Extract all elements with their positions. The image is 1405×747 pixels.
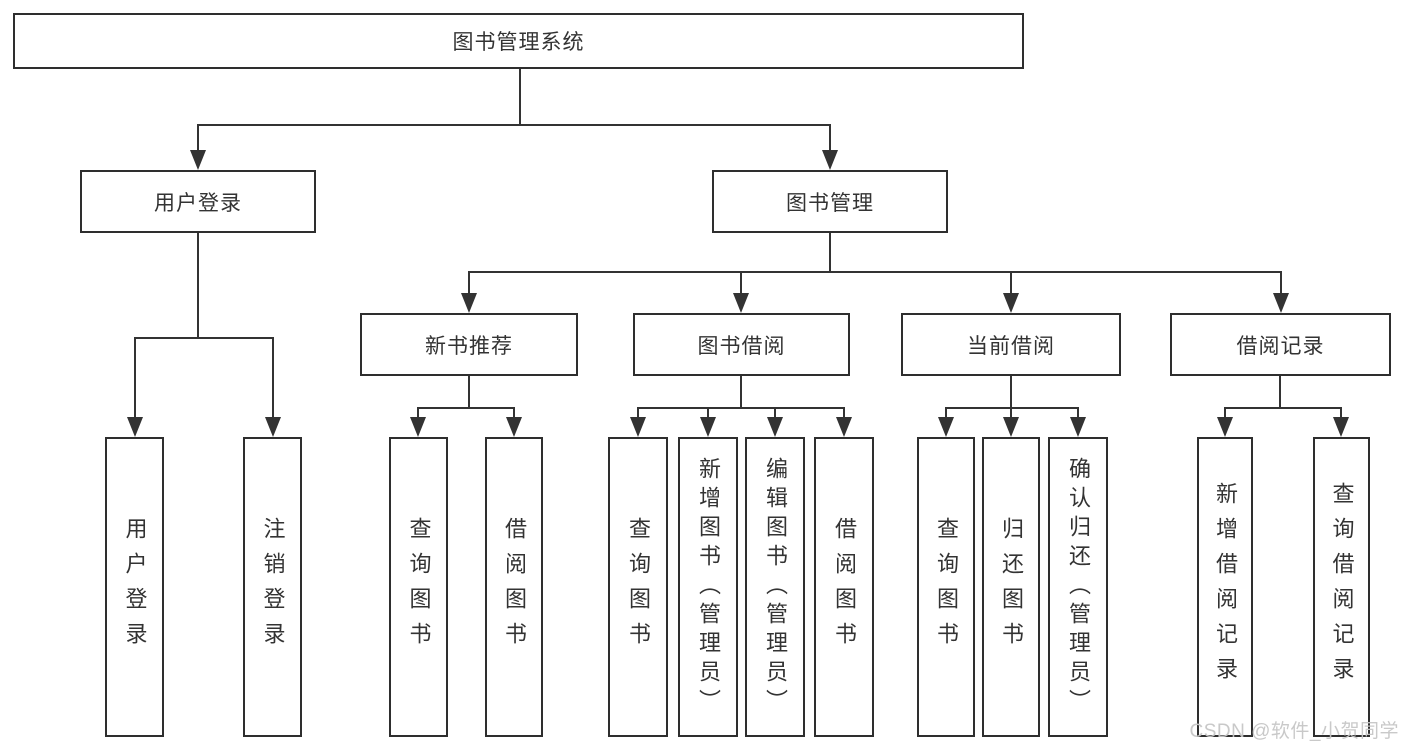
root-to-level2-connector: [190, 69, 838, 170]
node-leaf-query-book-1: 查询图书: [389, 437, 448, 737]
node-leaf-borrow-book-1: 借阅图书: [485, 437, 543, 737]
watermark: CSDN @软件_小贺同学: [1189, 721, 1399, 742]
node-new-book-recommend: 新书推荐: [360, 313, 578, 376]
book-borrow-children-connector: [630, 376, 852, 437]
node-leaf-query-book-2: 查询图书: [608, 437, 668, 737]
arrowhead: [265, 417, 281, 437]
arrowhead: [410, 417, 426, 437]
node-current-borrow: 当前借阅: [901, 313, 1121, 376]
user-login-children-connector: [127, 233, 281, 437]
node-book-management: 图书管理: [712, 170, 948, 233]
arrowhead: [1070, 417, 1086, 437]
node-leaf-edit-book-admin: 编辑图书（管理员）: [745, 437, 805, 737]
node-leaf-add-borrow-record: 新增借阅记录: [1197, 437, 1253, 737]
arrowhead: [630, 417, 646, 437]
borrow-record-children-connector: [1217, 376, 1349, 437]
node-leaf-add-book-admin: 新增图书（管理员）: [678, 437, 738, 737]
node-user-login: 用户登录: [80, 170, 316, 233]
node-leaf-logout: 注销登录: [243, 437, 302, 737]
arrowhead: [1003, 417, 1019, 437]
arrowhead: [1003, 293, 1019, 313]
arrowhead: [767, 417, 783, 437]
book-mgmt-children-connector: [461, 233, 1289, 313]
arrowhead: [733, 293, 749, 313]
current-borrow-children-connector: [938, 376, 1086, 437]
node-book-borrow: 图书借阅: [633, 313, 850, 376]
arrowhead: [836, 417, 852, 437]
arrowhead: [1217, 417, 1233, 437]
node-leaf-query-borrow-record: 查询借阅记录: [1313, 437, 1370, 737]
arrowhead: [1273, 293, 1289, 313]
arrowhead: [506, 417, 522, 437]
node-library-system: 图书管理系统: [13, 13, 1024, 69]
node-leaf-borrow-book-2: 借阅图书: [814, 437, 874, 737]
node-leaf-return-book: 归还图书: [982, 437, 1040, 737]
arrowhead: [190, 150, 206, 170]
node-borrow-record: 借阅记录: [1170, 313, 1391, 376]
arrowhead: [461, 293, 477, 313]
new-book-children-connector: [410, 376, 522, 437]
node-leaf-confirm-return-admin: 确认归还（管理员）: [1048, 437, 1108, 737]
node-leaf-query-book-3: 查询图书: [917, 437, 975, 737]
node-leaf-user-login: 用户登录: [105, 437, 164, 737]
arrowhead: [938, 417, 954, 437]
arrowhead: [822, 150, 838, 170]
arrowhead: [1333, 417, 1349, 437]
arrowhead: [127, 417, 143, 437]
arrowhead: [700, 417, 716, 437]
